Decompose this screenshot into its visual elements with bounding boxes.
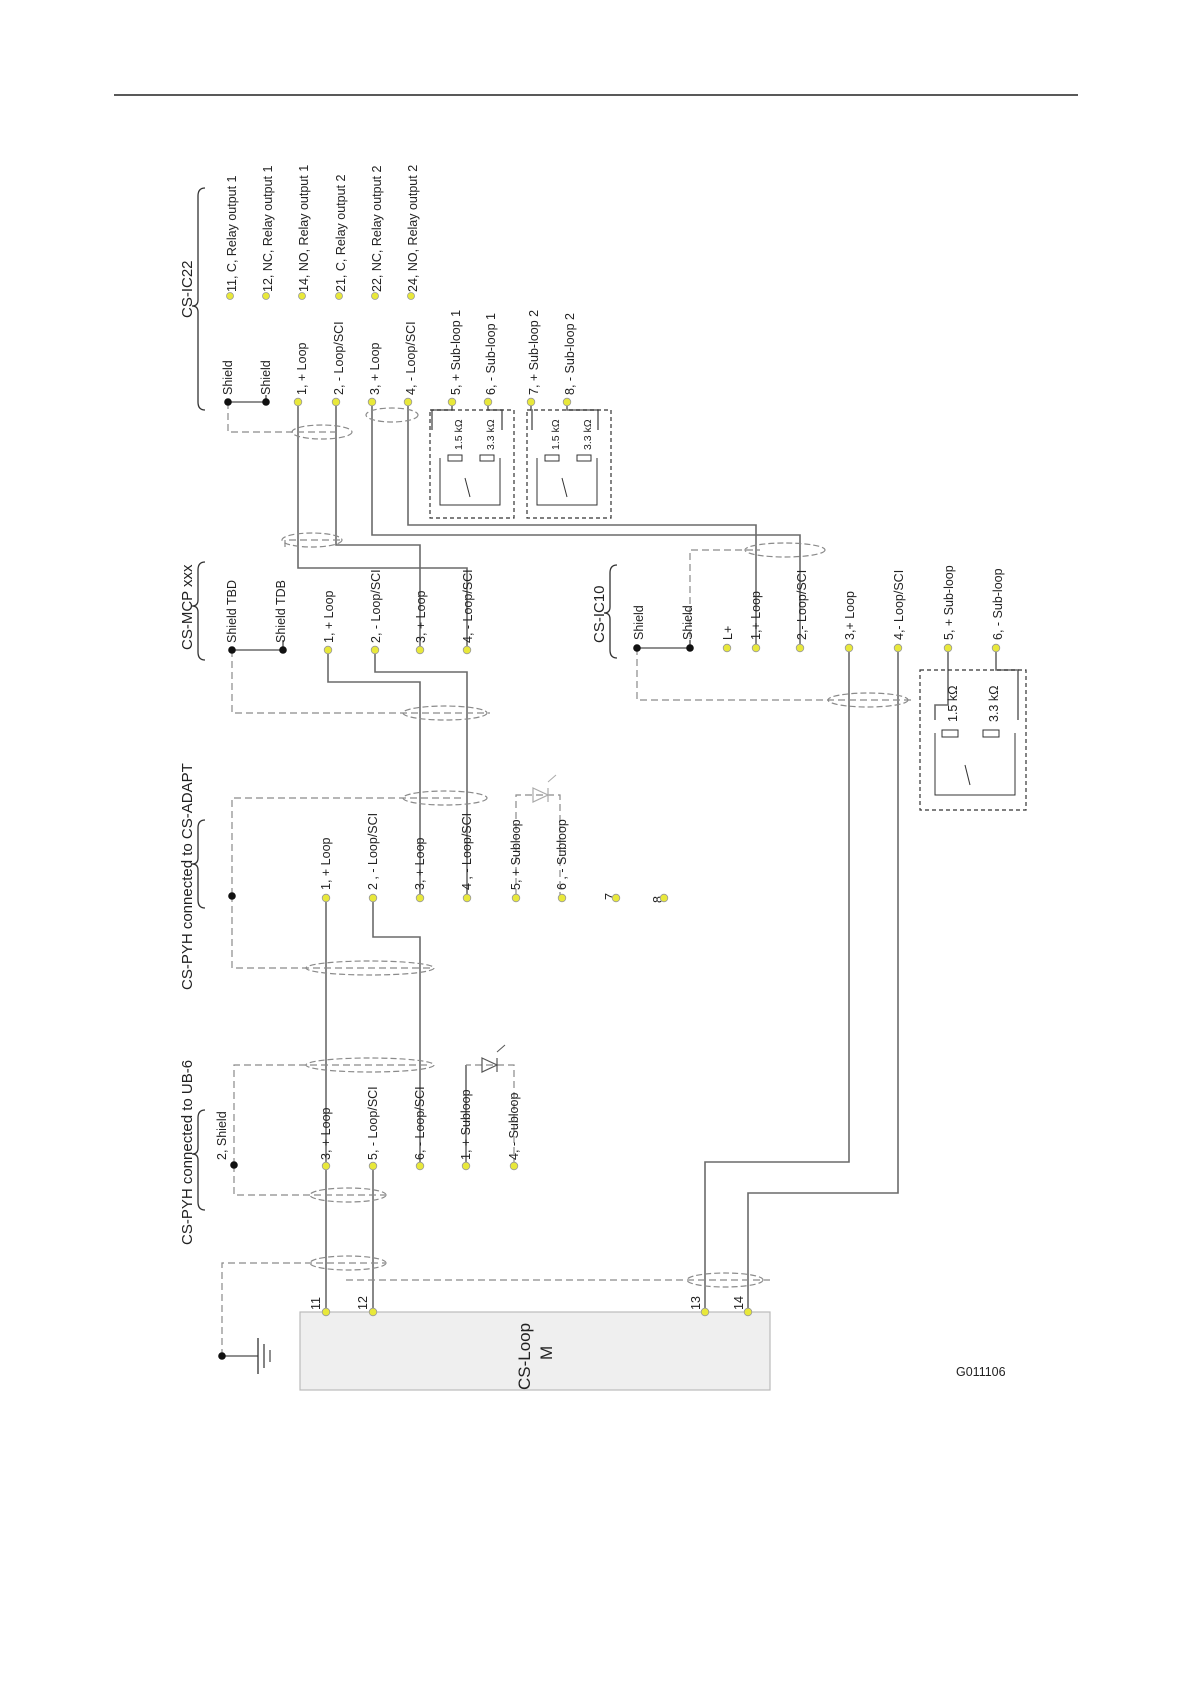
ic22-subloop2-box: 1.5 kΩ 3.3 kΩ [526, 409, 612, 519]
ub6-label-4-subloop: 4, - Subloop [507, 1093, 521, 1160]
ic22-relay-21: 21, C, Relay output 2 [334, 175, 348, 292]
mcp-label-3: 3, + Loop [414, 590, 428, 643]
ic22-label-4: 4, - Loop/SCI [404, 321, 418, 395]
shield-ellipses [281, 407, 909, 1288]
ic10-label-shield-2: Shield [681, 605, 695, 640]
ic22-label-5: 5, + Sub-loop 1 [449, 310, 463, 395]
ic10-label-3: 3,+ Loop [843, 591, 857, 640]
mcp-label-2: 2, - Loop/SCI [369, 569, 383, 643]
loop-wires [297, 402, 1019, 1312]
ic22-relay-22: 22, NC, Relay output 2 [370, 165, 384, 292]
title-cs-mcp: CS-MCP xxx [179, 564, 196, 650]
adapt-label-5: 5, + Subloop [509, 819, 523, 890]
ic10-label-4: 4,- Loop/SCI [892, 570, 906, 640]
ub6-label-6: 6, - Loop/SCI [413, 1086, 427, 1160]
cs-loop-term-11: 11 [309, 1297, 323, 1310]
title-cs-ic22: CS-IC22 [179, 260, 196, 318]
mcp-label-shield-tbd: Shield TBD [225, 580, 239, 643]
ub6-label-5: 5, - Loop/SCI [366, 1086, 380, 1160]
ic22-r1-label: 1.5 kΩ [453, 419, 465, 450]
ic10-r1-label: 1.5 kΩ [946, 686, 960, 722]
adapt-label-7: 7 [603, 893, 617, 900]
ic22-r2-label: 3.3 kΩ [485, 419, 497, 450]
ic22-label-1: 1, + Loop [295, 342, 309, 395]
ic22-relay-24: 24, NO, Relay output 2 [406, 165, 420, 292]
led-icon-adapt [515, 774, 561, 896]
ic10-label-lplus: L+ [721, 626, 735, 640]
ic22-label-shield-2: Shield [259, 360, 273, 395]
ic10-label-6: 6, - Sub-loop [991, 568, 1005, 640]
shield-wires [221, 402, 912, 1356]
ground-icon [222, 1338, 271, 1374]
title-cs-ic10: CS-IC10 [591, 585, 608, 643]
ic10-label-1: 1,+ Loop [749, 591, 763, 640]
ic22-label-7: 7, + Sub-loop 2 [527, 310, 541, 395]
ic10-label-shield-1: Shield [632, 605, 646, 640]
ic22-r2b-label: 3.3 kΩ [582, 419, 594, 450]
cs-loop-term-13: 13 [689, 1296, 703, 1310]
ub6-label-shield: 2, Shield [215, 1111, 229, 1160]
cs-loop-term-12: 12 [356, 1296, 370, 1310]
cs-loop-name: CS-Loop [515, 1323, 534, 1390]
cs-loop-sub: M [537, 1346, 556, 1360]
adapt-label-6: 6 , - Subloop [555, 819, 569, 890]
adapt-label-8: 8 [651, 896, 665, 903]
adapt-label-4: 4 , - Loop/SCI [460, 813, 474, 890]
ic22-relay-14: 14, NO, Relay output 1 [297, 165, 311, 292]
led-icon-ub6 [465, 1044, 515, 1165]
ic10-label-2: 2,- Loop/SCI [795, 570, 809, 640]
ic22-label-8: 8, - Sub-loop 2 [563, 313, 577, 395]
mcp-label-1: 1, + Loop [322, 590, 336, 643]
ic10-r2-label: 3.3 kΩ [987, 686, 1001, 722]
ic22-r1b-label: 1.5 kΩ [550, 419, 562, 450]
adapt-label-3: 3, + Loop [413, 837, 427, 890]
title-cs-pyh-adapt: CS-PYH connected to CS-ADAPT [179, 763, 196, 990]
cs-loop-module: CS-Loop M 11 12 13 14 [299, 1296, 771, 1391]
ic10-subloop-box: 1.5 kΩ 3.3 kΩ [919, 669, 1027, 811]
ic22-subloop1-box: 1.5 kΩ 3.3 kΩ [429, 409, 515, 519]
ic10-label-5: 5, + Sub-loop [942, 565, 956, 640]
terminals [218, 292, 1001, 1360]
braces [191, 187, 618, 1211]
figure-id: G011106 [956, 1365, 1006, 1379]
ic22-label-shield-1: Shield [221, 360, 235, 395]
ub6-label-1-subloop: 1, + Subloop [459, 1089, 473, 1160]
adapt-label-1: 1, + Loop [319, 837, 333, 890]
adapt-label-2: 2 , - Loop/SCI [366, 813, 380, 890]
cs-loop-term-14: 14 [732, 1296, 746, 1310]
ub6-label-3: 3, + Loop [319, 1107, 333, 1160]
title-cs-pyh-ub6: CS-PYH connected to UB-6 [179, 1060, 196, 1245]
ic22-relay-12: 12, NC, Relay output 1 [261, 165, 275, 292]
ic22-label-2: 2, - Loop/SCI [332, 321, 346, 395]
mcp-label-shield-tdb: Shield TDB [274, 580, 288, 643]
ic22-relay-11: 11, C, Relay output 1 [225, 175, 239, 292]
mcp-label-4: 4, - Loop/SCI [461, 569, 475, 643]
ic22-label-6: 6, - Sub-loop 1 [484, 313, 498, 395]
ic22-label-3: 3, + Loop [368, 342, 382, 395]
